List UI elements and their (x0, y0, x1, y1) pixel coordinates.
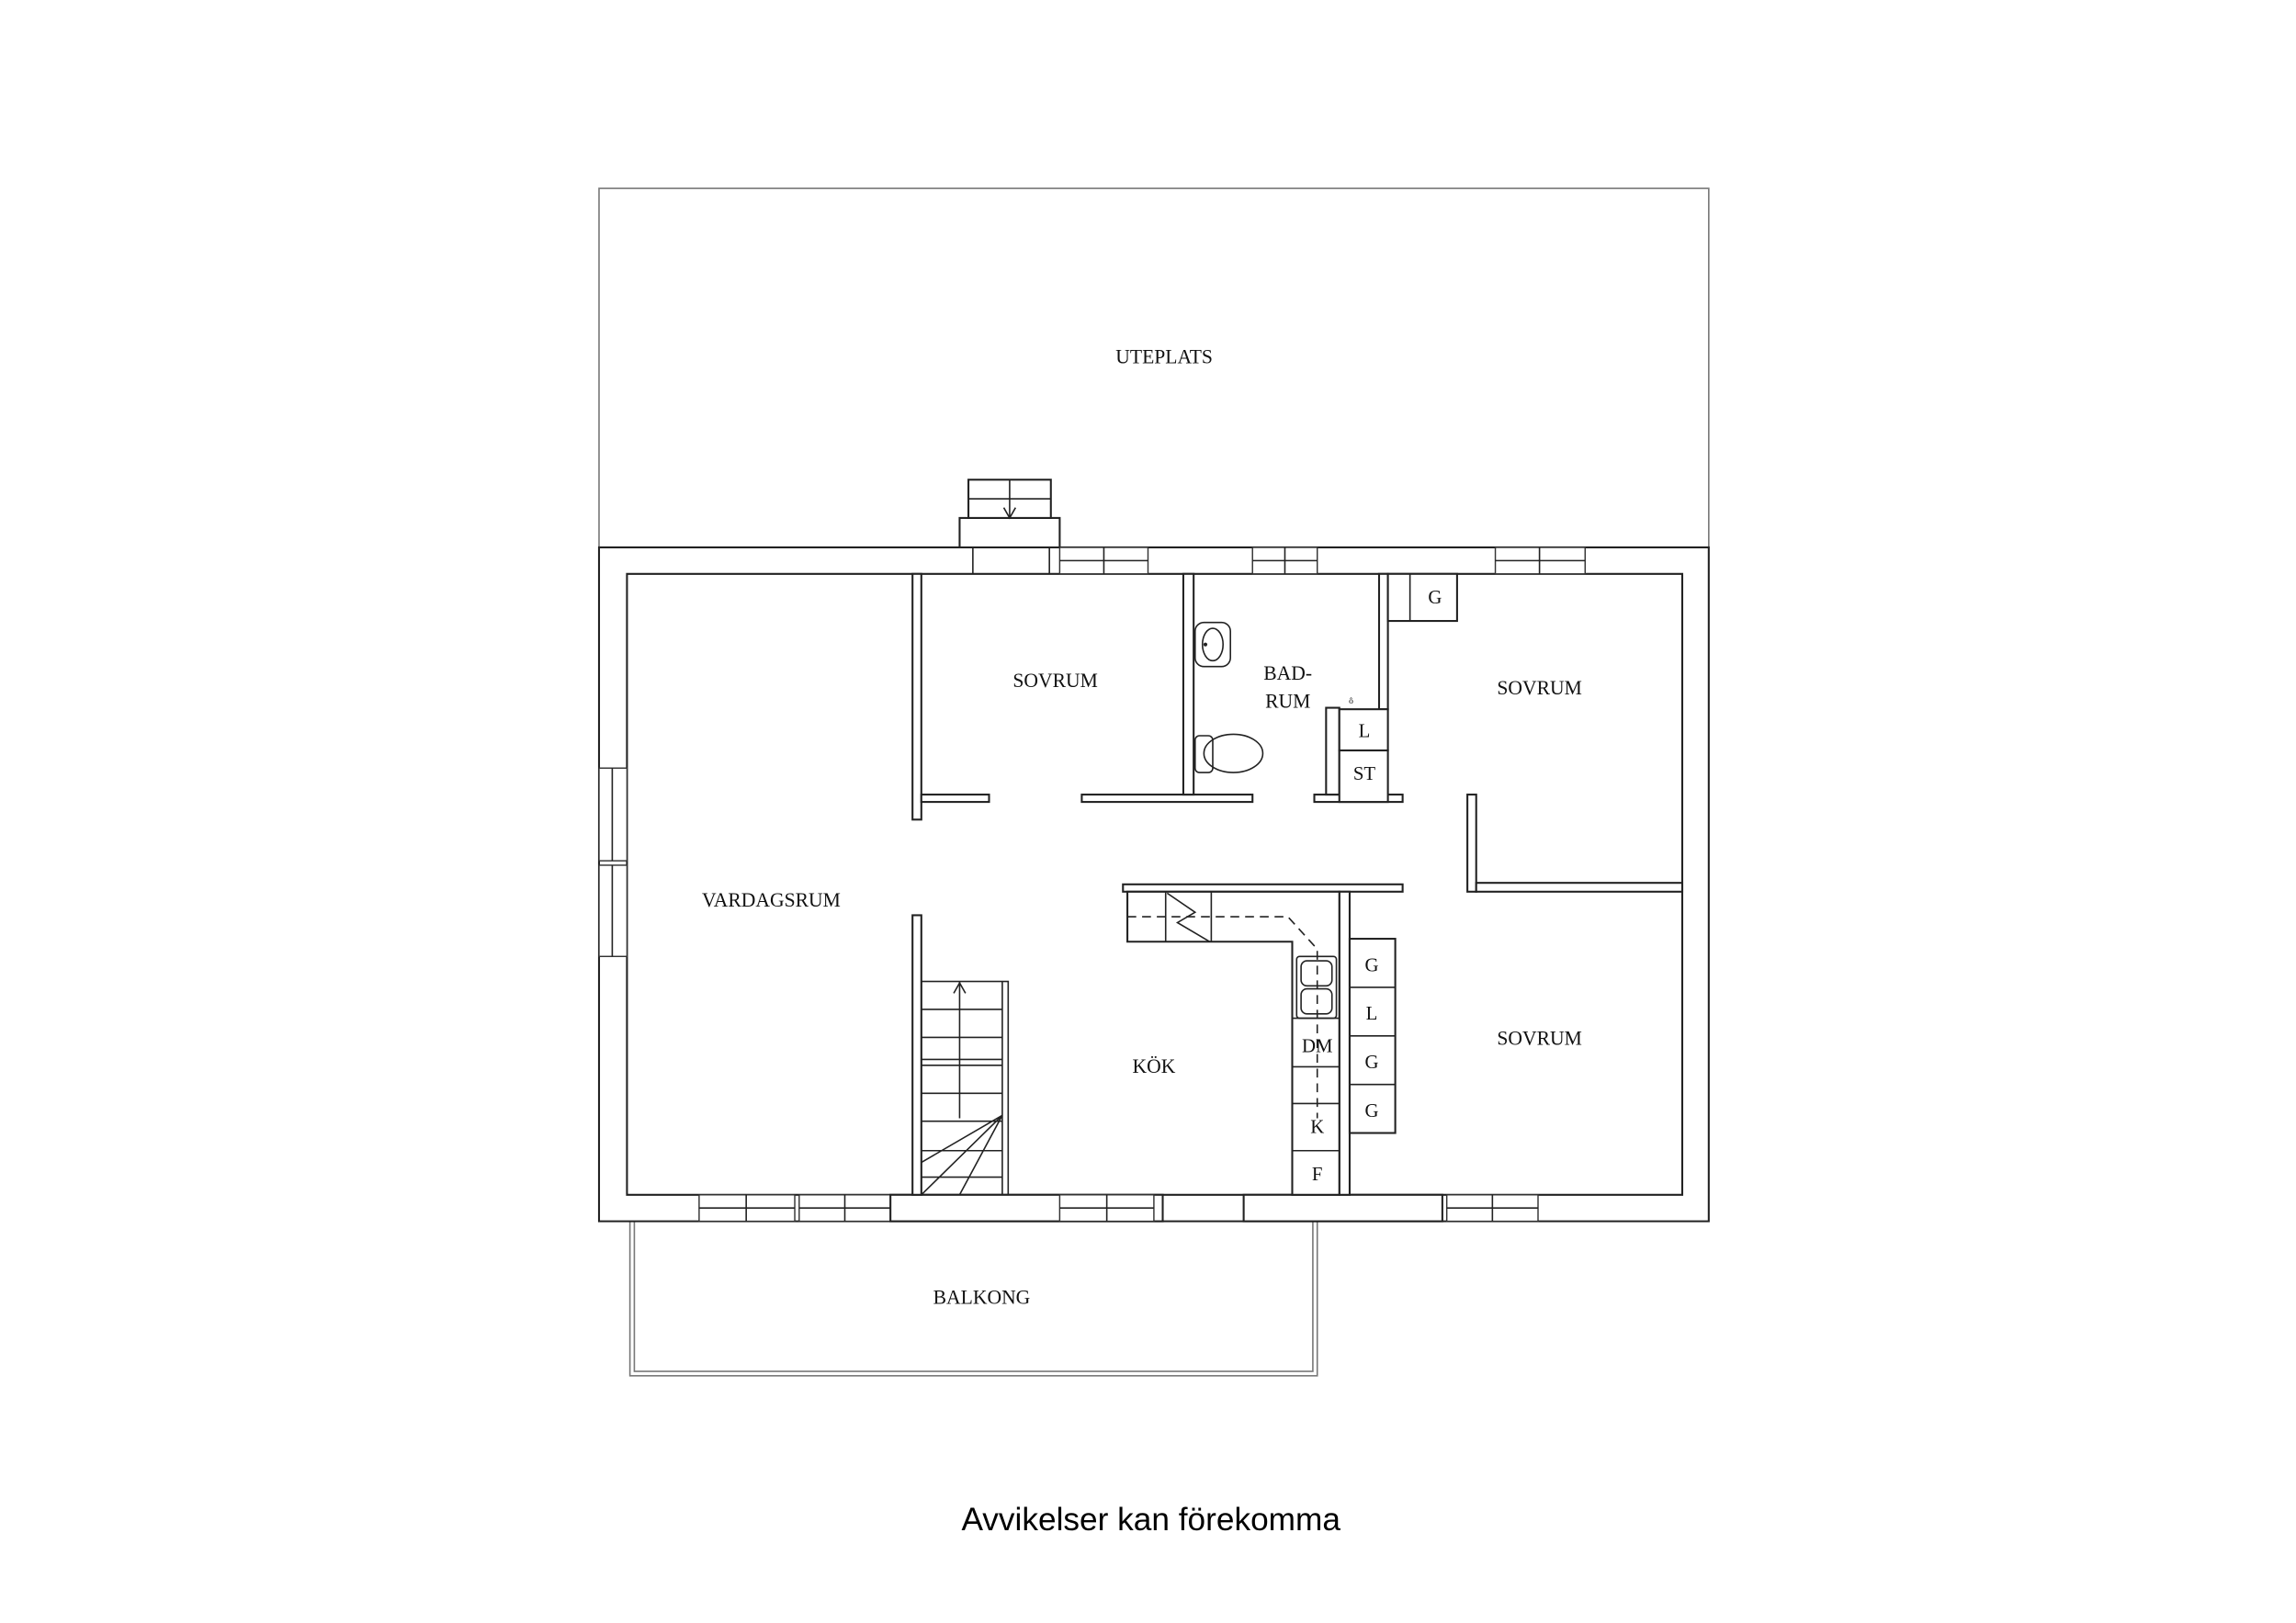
room-label-kok: KÖK (1132, 1055, 1175, 1077)
toilet-icon (1193, 733, 1264, 773)
bottom-door-frames (889, 1193, 1443, 1223)
room-label-sovrum-1: SOVRUM (1012, 670, 1097, 692)
kitchen-counters: DM K F (1126, 890, 1340, 1196)
closet-label: G (1364, 953, 1378, 975)
staircase (921, 980, 1010, 1196)
room-label-vardagsrum: VARDAGSRUM (702, 889, 841, 911)
room-label-uteplats: UTEPLATS (1115, 346, 1213, 368)
closet-label: L (1366, 1002, 1378, 1024)
exterior-wall (597, 546, 1710, 1223)
room-label-balkong: BALKONG (933, 1286, 1031, 1308)
room-label-badrum-1: BAD- (1263, 662, 1312, 684)
drain-icon: ô (1349, 696, 1353, 706)
dryer-label: ST (1353, 762, 1376, 784)
closet-g-hall: G (1386, 572, 1458, 623)
disclaimer-text: Avvikelser kan förekomma (961, 1502, 1340, 1538)
closet-label: G (1364, 1099, 1378, 1121)
bedroom-closets: G L G G (1348, 938, 1397, 1134)
freezer-label: F (1312, 1163, 1323, 1185)
closet-label: G (1364, 1051, 1378, 1073)
fridge-label: K (1310, 1116, 1324, 1138)
dishwasher-label: DM (1302, 1034, 1333, 1056)
washer-label: L (1359, 720, 1371, 742)
sink-icon (1193, 621, 1232, 668)
room-label-sovrum-2: SOVRUM (1497, 677, 1581, 699)
room-label-badrum-2: RUM (1265, 691, 1310, 713)
windows (598, 547, 1586, 1223)
closet-label: G (1428, 586, 1442, 608)
room-label-sovrum-3: SOVRUM (1497, 1027, 1581, 1049)
bathroom-fixtures: L ST ô (1193, 621, 1389, 804)
entrance-steps (958, 479, 1061, 574)
